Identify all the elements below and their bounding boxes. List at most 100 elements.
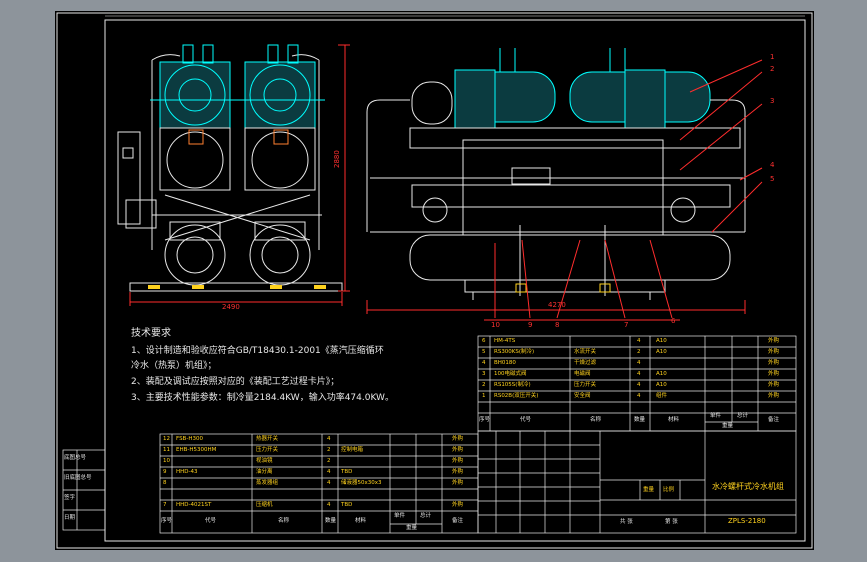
title-block: [477, 430, 797, 534]
side-strip-label: 旧底图总号: [64, 475, 92, 481]
table-cell: RS300KS(制冷): [494, 349, 535, 355]
table-header: 序号: [161, 518, 173, 524]
table-cell: HHD-4021ST: [176, 502, 212, 508]
table-cell: 10: [163, 458, 170, 464]
table-cell: 4: [327, 502, 331, 508]
dimension-front-width: 2490: [222, 303, 240, 311]
tech-requirement-1: 1、设计制造和验收应符合GB/T18430.1-2001《蒸汽压缩循环: [131, 346, 384, 356]
table-cell: 外购: [452, 447, 464, 453]
parts-table-left: [159, 433, 479, 534]
table-cell: 储液器50x30x3: [341, 480, 382, 486]
table-header: 单件: [710, 413, 722, 419]
table-header: 名称: [590, 417, 602, 423]
table-cell: FSB-H300: [176, 436, 203, 442]
table-cell: 2: [327, 458, 331, 464]
table-header: 单件: [394, 513, 406, 519]
table-cell: 2: [637, 349, 641, 355]
tech-requirement-3: 3、主要技术性能参数：制冷量2184.4KW，输入功率474.0KW。: [131, 393, 394, 403]
title-block-sheets: 共 张: [620, 519, 633, 525]
table-header: 材料: [355, 518, 367, 524]
table-cell: 油分离: [256, 469, 273, 475]
table-header: 数量: [634, 417, 646, 423]
table-cell: 2: [327, 447, 331, 453]
title-block-sheet-no: 第 张: [665, 519, 678, 525]
table-header: 总计: [737, 413, 749, 419]
tech-requirements-title: 技术要求: [131, 328, 171, 339]
table-header: 备注: [452, 518, 464, 524]
table-cell: TBD: [341, 469, 353, 475]
table-cell: 外购: [768, 360, 780, 366]
table-header: 总计: [420, 513, 432, 519]
table-header: 代号: [205, 518, 217, 524]
table-cell: 压力开关: [574, 382, 597, 388]
table-cell: 12: [163, 436, 170, 442]
table-header: 代号: [520, 417, 532, 423]
table-cell: 安全阀: [574, 393, 591, 399]
leader-9: 9: [528, 321, 533, 329]
table-cell: 4: [482, 360, 486, 366]
table-cell: 外购: [768, 382, 780, 388]
table-header: 名称: [278, 518, 290, 524]
table-cell: 2: [482, 382, 486, 388]
table-cell: 干燥过滤: [574, 360, 597, 366]
table-header: 序号: [479, 417, 491, 423]
leader-7: 7: [624, 321, 629, 329]
table-cell: 6: [482, 338, 486, 344]
table-cell: 外购: [452, 502, 464, 508]
table-cell: 外购: [452, 480, 464, 486]
table-cell: 4: [637, 371, 641, 377]
table-cell: 外购: [452, 469, 464, 475]
leader-3: 3: [770, 97, 775, 105]
drawing-number: ZPLS-2180: [728, 517, 766, 525]
table-cell: 100电磁式阀: [494, 371, 527, 377]
dimension-side-width: 4270: [548, 301, 566, 309]
table-cell: 外购: [768, 371, 780, 377]
leader-4: 4: [770, 161, 775, 169]
side-strip: [62, 449, 106, 531]
side-view: [366, 48, 763, 321]
front-view: [117, 44, 350, 306]
table-cell: 4: [327, 480, 331, 486]
table-cell: 1: [482, 393, 486, 399]
table-cell: 3: [482, 371, 486, 377]
table-header: 重量: [406, 525, 418, 531]
table-cell: 11: [163, 447, 170, 453]
table-cell: A10: [656, 338, 667, 344]
table-cell: 视油镜: [256, 458, 273, 464]
table-cell: 5: [482, 349, 486, 355]
table-cell: BH0180: [494, 360, 516, 366]
table-cell: A10: [656, 382, 667, 388]
table-cell: 4: [637, 360, 641, 366]
table-cell: 组件: [656, 393, 668, 399]
table-cell: RS02B(双压开关): [494, 393, 539, 399]
inner-frame: [104, 19, 806, 542]
table-cell: HM-4TS: [494, 338, 516, 344]
table-cell: 电磁阀: [574, 371, 591, 377]
table-cell: A10: [656, 371, 667, 377]
leader-1: 1: [770, 53, 775, 61]
table-cell: 热器开关: [256, 436, 279, 442]
leader-10: 10: [491, 321, 500, 329]
table-cell: HHD-43: [176, 469, 198, 475]
table-cell: 控制电箱: [341, 447, 364, 453]
table-cell: EHB-H5300HM: [176, 447, 217, 453]
side-strip-label: 签字: [64, 495, 76, 501]
table-cell: 外购: [768, 338, 780, 344]
table-cell: 4: [637, 338, 641, 344]
table-cell: 外购: [768, 393, 780, 399]
table-header: 材料: [668, 417, 680, 423]
sheet-border: [56, 12, 813, 549]
table-cell: 外购: [768, 349, 780, 355]
table-cell: 9: [163, 469, 167, 475]
dimension-height: 2880: [333, 150, 341, 168]
table-cell: 外购: [452, 436, 464, 442]
table-cell: 水流开关: [574, 349, 597, 355]
table-cell: 4: [327, 436, 331, 442]
drawing-title: 水冷螺杆式冷水机组: [712, 482, 784, 491]
table-cell: 外购: [452, 458, 464, 464]
table-cell: 4: [327, 469, 331, 475]
tech-requirement-2: 2、装配及调试应按照对应的《装配工艺过程卡片》；: [131, 377, 340, 387]
leader-6: 6: [671, 317, 676, 325]
table-cell: 压缩机: [256, 502, 273, 508]
